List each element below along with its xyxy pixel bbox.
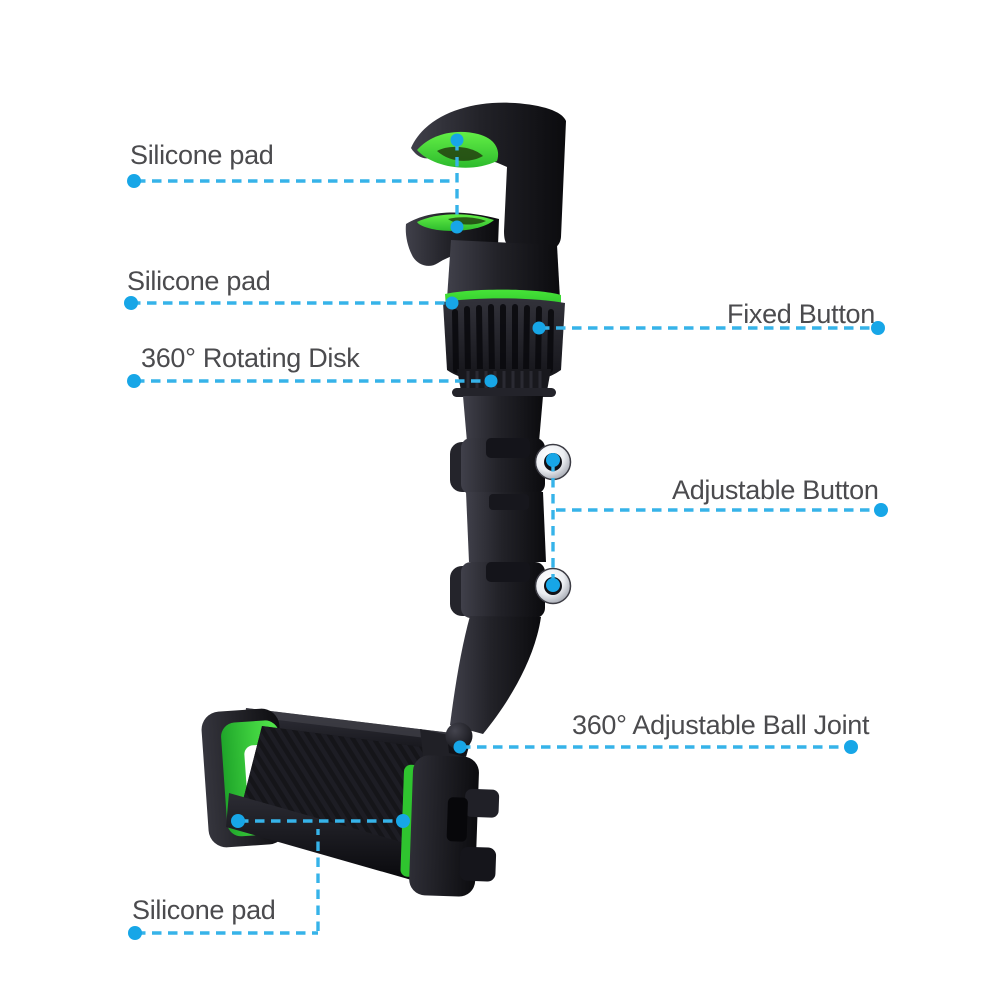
label-adjustable-button: Adjustable Button: [672, 475, 879, 505]
label-ball-joint: 360° Adjustable Ball Joint: [572, 710, 870, 740]
callout-lines: [131, 141, 879, 935]
cradle-right-cap: [400, 755, 500, 897]
label-silicone-pad-top: Silicone pad: [130, 140, 274, 170]
label-silicone-pad-bottom: Silicone pad: [132, 895, 276, 925]
rotating-disk: [443, 289, 565, 397]
phone-cradle: [201, 708, 500, 897]
ball-joint: [445, 722, 473, 750]
label-fixed-button: Fixed Button: [727, 299, 875, 329]
articulated-arm: [450, 396, 572, 734]
label-rotating-disk: 360° Rotating Disk: [141, 343, 360, 373]
lower-hinge: [450, 562, 572, 618]
callout-dots: [124, 133, 888, 940]
mirror-clamp: [405, 102, 566, 299]
label-silicone-pad-mid: Silicone pad: [127, 266, 271, 296]
